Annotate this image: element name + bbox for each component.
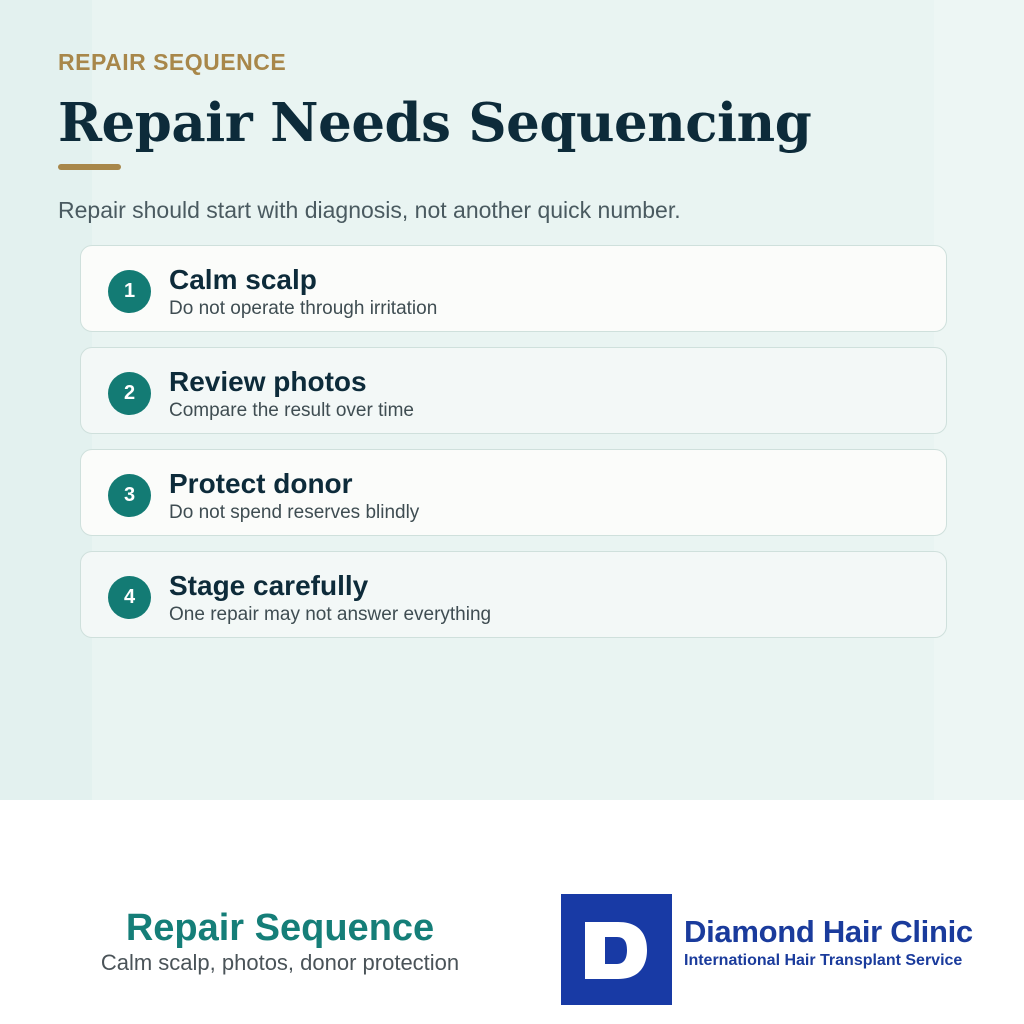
brand-name: Diamond Hair Clinic xyxy=(684,914,973,949)
step-card: 3 Protect donor Do not spend reserves bl… xyxy=(80,449,947,536)
step-card: 4 Stage carefully One repair may not ans… xyxy=(80,551,947,638)
step-number-badge: 3 xyxy=(108,474,151,517)
brand-tagline: International Hair Transplant Service xyxy=(684,952,963,969)
hero-right-band xyxy=(934,0,1024,800)
step-title: Review photos xyxy=(169,366,367,397)
footer-title: Repair Sequence xyxy=(125,907,435,949)
logo-letter-d-icon xyxy=(585,922,647,979)
step-number-badge: 2 xyxy=(108,372,151,415)
step-description: Compare the result over time xyxy=(169,400,414,421)
page-title: Repair Needs Sequencing xyxy=(58,92,812,154)
intro-text: Repair should start with diagnosis, not … xyxy=(58,197,681,223)
eyebrow-label: REPAIR SEQUENCE xyxy=(58,49,287,75)
step-card: 2 Review photos Compare the result over … xyxy=(80,347,947,434)
step-description: One repair may not answer everything xyxy=(169,604,492,625)
step-title: Calm scalp xyxy=(169,264,317,295)
footer-subtitle: Calm scalp, photos, donor protection xyxy=(100,950,460,975)
step-title: Stage carefully xyxy=(169,570,369,601)
step-number-badge: 4 xyxy=(108,576,151,619)
step-card: 1 Calm scalp Do not operate through irri… xyxy=(80,245,947,332)
title-underline xyxy=(58,164,121,170)
steps-list: 1 Calm scalp Do not operate through irri… xyxy=(80,245,947,653)
hero-panel: REPAIR SEQUENCE Repair Needs Sequencing … xyxy=(0,0,1024,800)
step-description: Do not operate through irritation xyxy=(169,298,438,319)
step-title: Protect donor xyxy=(169,468,353,499)
step-number-badge: 1 xyxy=(108,270,151,313)
clinic-logo-icon xyxy=(561,894,672,1005)
step-description: Do not spend reserves blindly xyxy=(169,502,420,523)
